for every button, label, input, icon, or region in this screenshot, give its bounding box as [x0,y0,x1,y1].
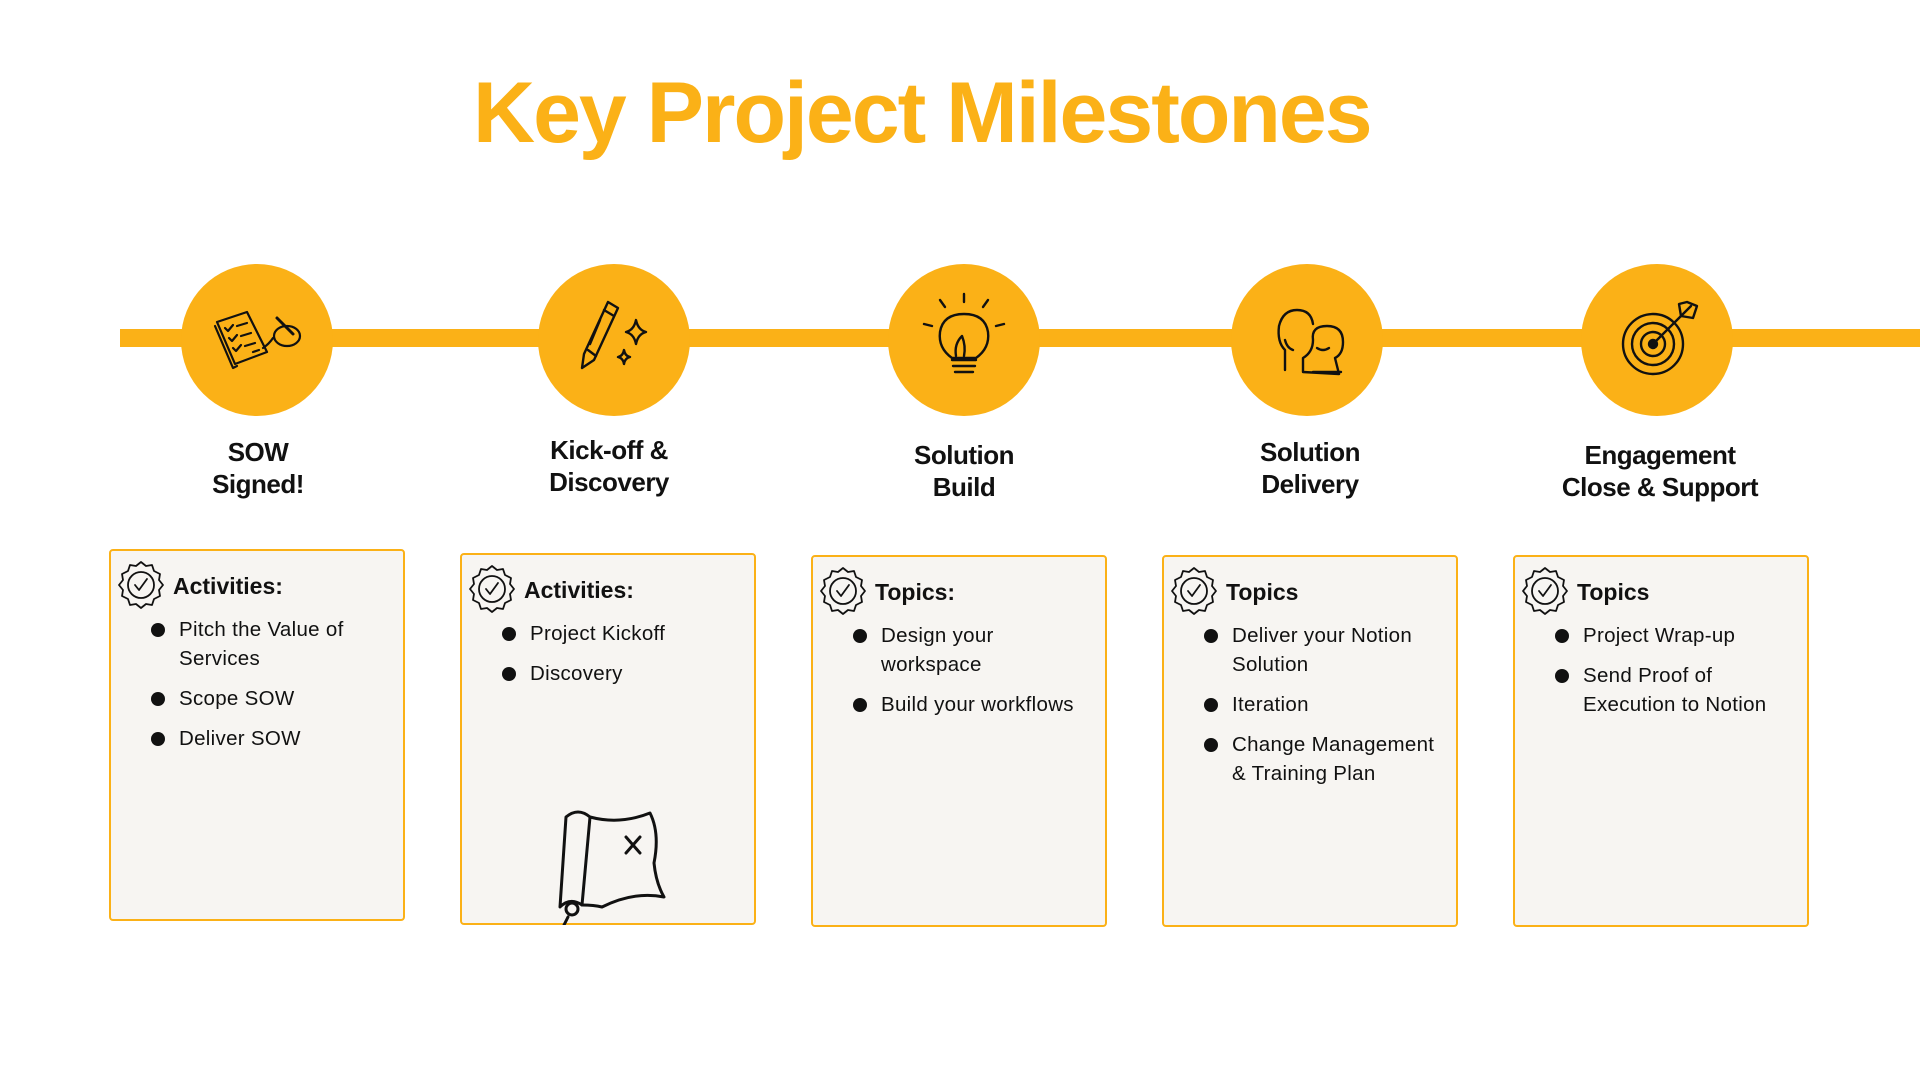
signed-document-icon [213,310,302,370]
verified-badge-icon [469,565,515,613]
milestone-title-kickoff-discovery: Kick-off & Discovery [549,435,669,497]
bullet-icon [1555,669,1569,683]
list-item: Build your workflows [853,690,1093,719]
verified-badge-icon [1171,567,1217,615]
bullet-icon [1204,629,1218,643]
list-item: Send Proof of Execution to Notion [1555,661,1795,719]
verified-badge-icon [118,561,164,609]
list-item: Deliver your Notion Solution [1204,621,1444,679]
card-heading: Activities: [173,572,283,599]
milestone-card-kickoff-discovery: Activities: Project Kickoff Discovery [460,553,756,925]
bullet-icon [853,698,867,712]
list-item: Discovery [502,659,742,688]
list-item: Iteration [1204,690,1444,719]
milestone-circle-engagement-close [1581,264,1733,416]
card-heading: Activities: [524,576,634,603]
milestone-circle-kickoff-discovery [538,264,690,416]
bullet-icon [151,623,165,637]
list-item: Scope SOW [151,684,391,713]
verified-badge-icon [1522,567,1568,615]
card-list: Project Wrap-up Send Proof of Execution … [1555,621,1795,730]
milestone-title-engagement-close: Engagement Close & Support [1561,440,1759,502]
milestone-title-solution-delivery: Solution Delivery [1260,437,1360,499]
milestone-card-sow-signed: Activities: Pitch the Value of Services … [109,549,405,921]
people-icon [1277,308,1345,376]
bullet-icon [1204,698,1218,712]
bullet-icon [151,732,165,746]
bullet-icon [502,627,516,641]
bullet-icon [151,692,165,706]
bullet-icon [1204,738,1218,752]
list-item: Pitch the Value of Services [151,615,391,673]
milestone-card-solution-delivery: Topics Deliver your Notion Solution Iter… [1162,555,1458,927]
card-heading: Topics: [875,578,956,605]
card-list: Design your workspace Build your workflo… [853,621,1093,730]
bullet-icon [502,667,516,681]
treasure-map-icon [558,810,666,925]
milestone-circle-solution-delivery [1231,264,1383,416]
lightbulb-icon [922,292,1006,374]
list-item: Project Kickoff [502,619,742,648]
list-item: Change Management & Training Plan [1204,730,1444,788]
list-item: Design your workspace [853,621,1093,679]
milestone-title-sow-signed: SOW Signed! [212,437,304,499]
milestone-circle-sow-signed [181,264,333,416]
bullet-icon [1555,629,1569,643]
milestone-circle-solution-build [888,264,1040,416]
milestone-title-solution-build: Solution Build [914,440,1014,502]
list-item: Project Wrap-up [1555,621,1795,650]
milestone-card-solution-build: Topics: Design your workspace Build your… [811,555,1107,927]
verified-badge-icon [820,567,866,615]
card-list: Project Kickoff Discovery [502,619,742,699]
card-list: Deliver your Notion Solution Iteration C… [1204,621,1444,799]
card-list: Pitch the Value of Services Scope SOW De… [151,615,391,764]
bullet-icon [853,629,867,643]
page-title: Key Project Milestones [473,65,1373,161]
target-arrow-icon [1621,300,1699,376]
pencil-sparkle-icon [580,300,648,370]
card-heading: Topics [1577,578,1650,605]
list-item: Deliver SOW [151,724,391,753]
card-heading: Topics [1226,578,1299,605]
milestone-card-engagement-close: Topics Project Wrap-up Send Proof of Exe… [1513,555,1809,927]
